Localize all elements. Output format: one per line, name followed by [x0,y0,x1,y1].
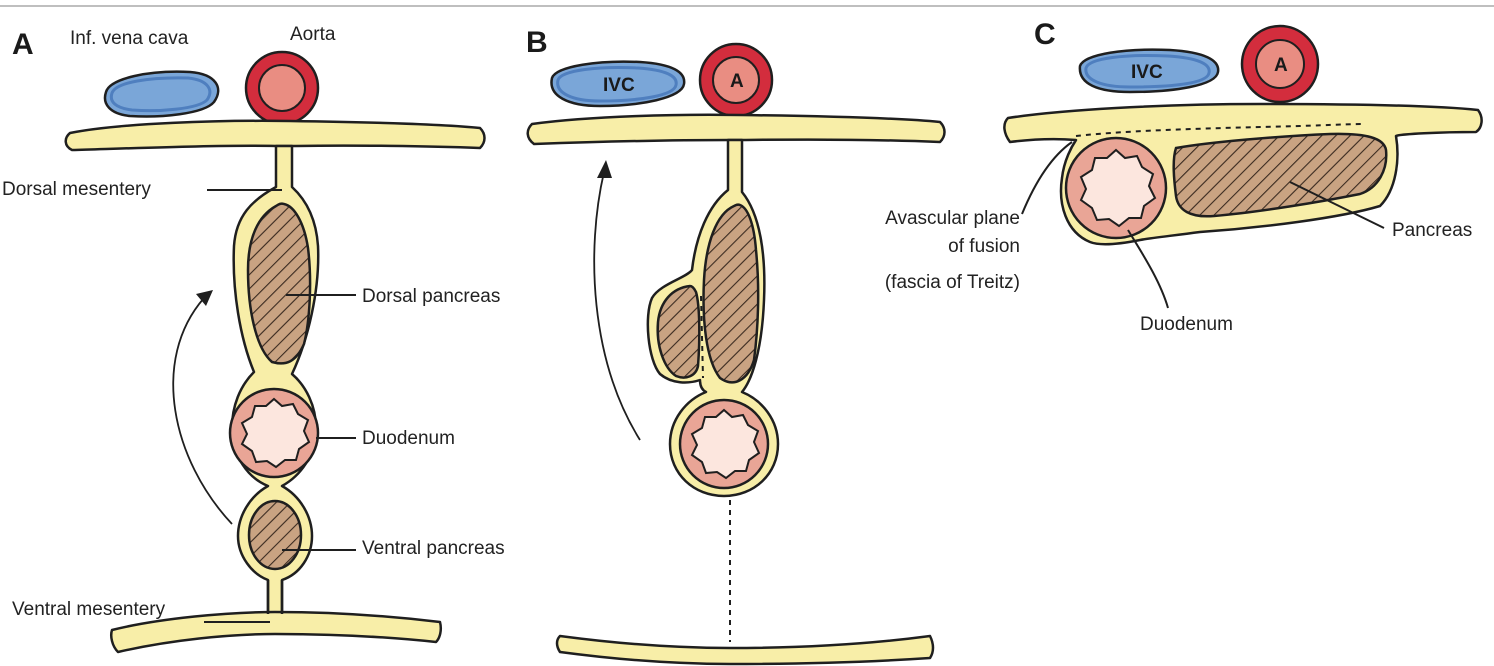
panel-c: C IVC A Avascular plane of fusion (fasci… [885,18,1482,335]
pancreas-c-label: Pancreas [1392,220,1472,241]
duodenum-label: Duodenum [362,428,455,449]
duodenum-c-leader [1128,230,1168,308]
rotation-arrowhead-b [597,160,612,178]
ventral-pancreas-label: Ventral pancreas [362,538,505,559]
panel-b-letter: B [526,26,548,59]
ventral-mesentery-label: Ventral mesentery [12,599,166,620]
panel-b: B IVC A [526,26,945,664]
dorsal-pancreas [248,204,310,364]
aorta-b-label: A [730,71,744,92]
rotation-arrow-b [594,172,640,440]
rotation-arrow-a [173,298,232,524]
aorta-lumen [259,65,305,111]
panel-a: A Inf. vena cava Aorta Dorsal mesentery … [2,24,505,652]
aorta-c-label: A [1274,55,1288,76]
ivc-b-label: IVC [603,75,635,96]
panel-a-letter: A [12,28,34,61]
duodenum-c-label: Duodenum [1140,314,1233,335]
dorsal-pancreas-label: Dorsal pancreas [362,286,500,307]
ventral-pancreas [249,501,301,569]
avascular-plane-label-line1: Avascular plane [885,208,1020,229]
ivc-c-label: IVC [1131,62,1163,83]
anterior-body-wall-b [557,636,933,664]
inf-vena-cava-label: Inf. vena cava [70,28,189,49]
avascular-plane-label-line3: (fascia of Treitz) [885,272,1020,293]
aorta-label: Aorta [290,24,336,45]
dorsal-mesentery-label: Dorsal mesentery [2,179,151,200]
panel-c-letter: C [1034,18,1056,51]
avascular-plane-label-line2: of fusion [948,236,1020,257]
